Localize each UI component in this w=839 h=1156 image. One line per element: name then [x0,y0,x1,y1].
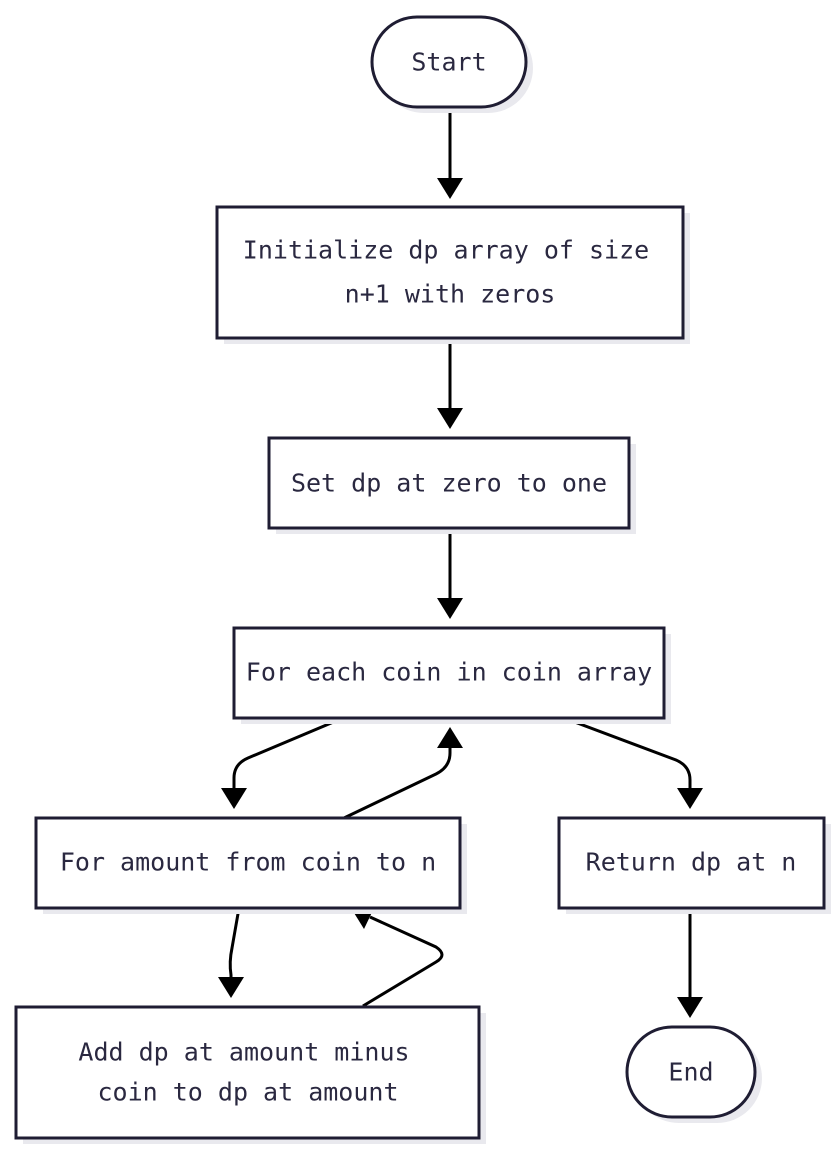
node-start-shape [370,15,528,109]
edge-foramount-to-add-arrowhead [218,977,244,998]
node-for-coin-shape [232,626,666,720]
edge-add-to-foramount [362,915,444,1008]
node-add-shape [14,1005,481,1140]
node-for-amount-label: For amount from coin to n [60,848,436,877]
node-init: Initialize dp array of size n+1 with zer… [215,205,690,344]
node-end: End [625,1025,762,1123]
node-add-label-line1: Add dp at amount minus [78,1038,409,1067]
edge-forcoin-to-foramount [232,716,344,790]
edge-forcoin-to-return-arrowhead [677,788,703,809]
node-end-label: End [668,1058,713,1087]
node-set: Set dp at zero to one [267,436,636,534]
node-for-coin-label: For each coin in coin array [246,658,652,687]
node-init-shape [215,205,685,340]
edge-return-to-end-arrowhead [677,997,703,1018]
node-return-shape [557,816,826,910]
edge-foramount-to-forcoin-arrowhead [437,727,463,748]
edge-init-to-set-arrowhead [437,408,463,429]
node-for-coin: For each coin in coin array [232,626,671,724]
node-set-label: Set dp at zero to one [291,469,607,498]
edge-foramount-to-add [228,907,241,980]
edge-forcoin-to-foramount-arrowhead [221,788,247,809]
node-set-shape [267,436,631,530]
node-add-label-line2: coin to dp at amount [97,1078,398,1107]
node-for-amount-shape [34,816,462,910]
edge-set-to-forcoin-arrowhead [437,598,463,619]
edge-foramount-to-forcoin [343,745,452,820]
node-init-label-line2: n+1 with zeros [345,280,556,309]
edge-start-to-init-arrowhead [437,178,463,199]
edges [218,107,703,1018]
node-return: Return dp at n [557,816,831,914]
node-start: Start [370,15,533,113]
node-end-shape [625,1025,757,1119]
node-add: Add dp at amount minus coin to dp at amo… [14,1005,486,1144]
node-return-label: Return dp at n [586,848,797,877]
node-for-amount: For amount from coin to n [34,816,467,914]
node-start-label: Start [411,48,486,77]
edge-forcoin-to-return [563,716,692,790]
node-init-label-line1: Initialize dp array of size [243,236,649,265]
